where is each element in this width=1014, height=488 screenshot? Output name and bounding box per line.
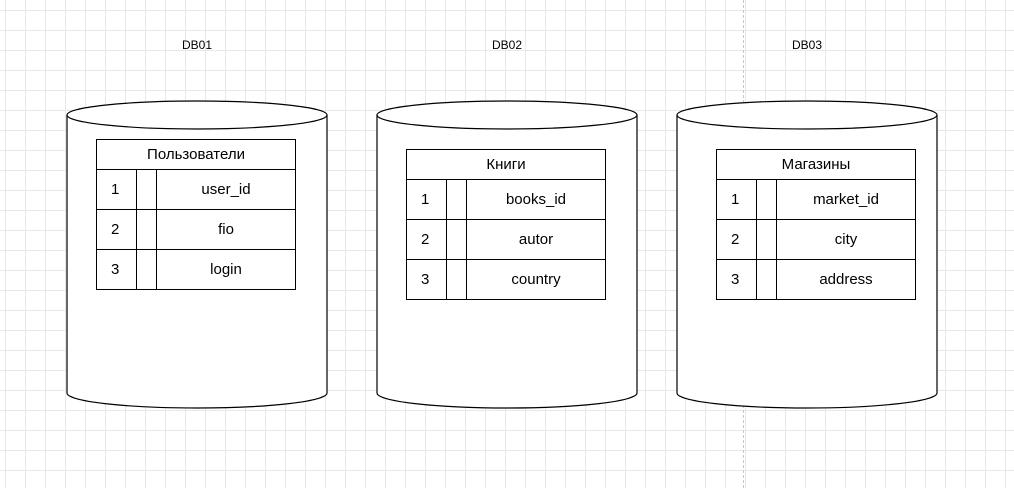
- table-title: Книги: [407, 150, 605, 180]
- row-number: 3: [717, 260, 757, 299]
- row-field-name: market_id: [813, 191, 879, 208]
- row-key-cell: [757, 220, 777, 259]
- table-row[interactable]: 1 market_id: [717, 180, 915, 220]
- db-label: DB03: [791, 38, 823, 52]
- row-number: 1: [97, 170, 137, 209]
- row-number: 1: [407, 180, 447, 219]
- row-number: 2: [97, 210, 137, 249]
- row-number: 3: [407, 260, 447, 299]
- table-row[interactable]: 3 country: [407, 260, 605, 299]
- row-field-name: books_id: [505, 191, 567, 208]
- table-users[interactable]: Пользователи 1 user_id 2 fio 3 login: [96, 139, 296, 290]
- row-field-name: city: [834, 231, 858, 248]
- table-markets[interactable]: Магазины 1 market_id 2 city 3 address: [716, 149, 916, 300]
- row-field-name: fio: [218, 221, 234, 238]
- table-books[interactable]: Книги 1 books_id 2 autor 3 country: [406, 149, 606, 300]
- database-db01[interactable]: DB01 Пользователи 1 user_id 2 fio 3 logi…: [66, 38, 328, 420]
- row-field-name: login: [210, 261, 242, 278]
- table-row[interactable]: 2 city: [717, 220, 915, 260]
- row-number: 2: [717, 220, 757, 259]
- row-key-cell: [447, 220, 467, 259]
- row-field-name: user_id: [201, 181, 251, 198]
- row-field-name: country: [511, 271, 561, 288]
- row-field-name: autor: [518, 231, 554, 248]
- database-db02[interactable]: DB02 Книги 1 books_id 2 autor 3 country: [376, 38, 638, 420]
- row-number: 1: [717, 180, 757, 219]
- table-row[interactable]: 2 autor: [407, 220, 605, 260]
- row-number: 3: [97, 250, 137, 289]
- table-row[interactable]: 1 user_id: [97, 170, 295, 210]
- row-key-cell: [137, 170, 157, 209]
- database-db03[interactable]: DB03 Магазины 1 market_id 2 city 3 addre…: [676, 38, 938, 420]
- db-label: DB02: [491, 38, 523, 52]
- row-key-cell: [137, 210, 157, 249]
- row-field-name: address: [819, 271, 873, 288]
- table-row[interactable]: 3 address: [717, 260, 915, 299]
- row-key-cell: [447, 260, 467, 299]
- row-key-cell: [137, 250, 157, 289]
- table-title: Магазины: [717, 150, 915, 180]
- row-key-cell: [757, 180, 777, 219]
- db-label: DB01: [181, 38, 213, 52]
- table-row[interactable]: 1 books_id: [407, 180, 605, 220]
- row-key-cell: [447, 180, 467, 219]
- row-key-cell: [757, 260, 777, 299]
- table-row[interactable]: 2 fio: [97, 210, 295, 250]
- row-number: 2: [407, 220, 447, 259]
- table-row[interactable]: 3 login: [97, 250, 295, 289]
- table-title: Пользователи: [97, 140, 295, 170]
